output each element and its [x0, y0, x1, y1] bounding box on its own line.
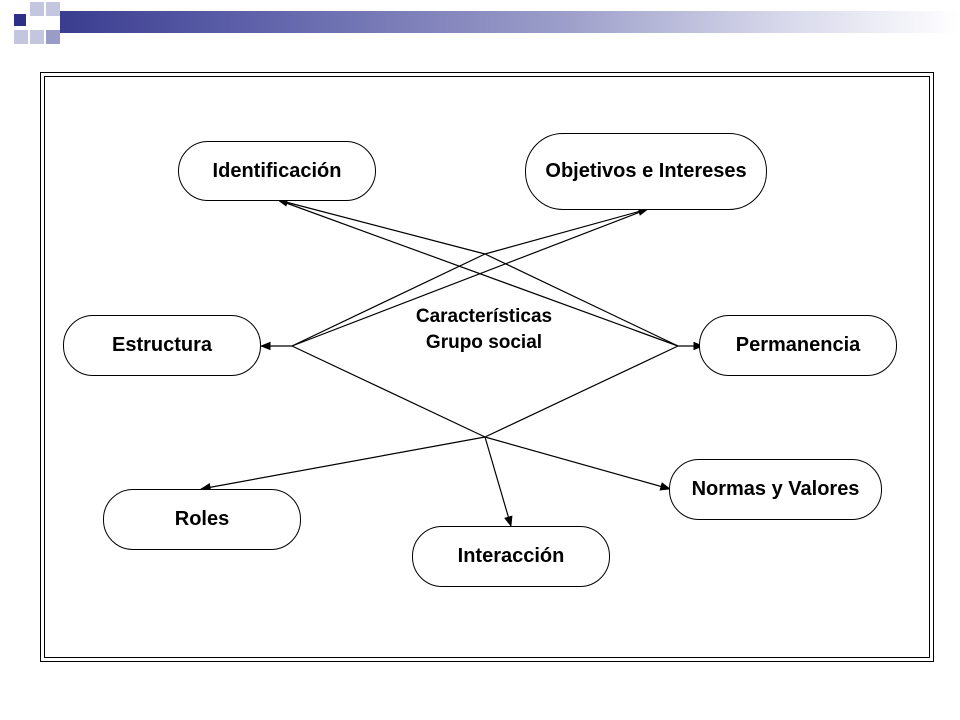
- arrow-to-normas: [484, 436, 672, 491]
- node-interaccion: Interacción: [412, 526, 610, 587]
- diamond-edge: [291, 253, 486, 347]
- diamond-edge: [291, 345, 486, 438]
- deco-square-light: [46, 2, 60, 16]
- deco-square-light: [14, 30, 28, 44]
- arrow-to-roles: [199, 436, 486, 492]
- deco-square-light: [30, 2, 44, 16]
- diamond-edge: [484, 345, 679, 438]
- center-label-line2: Grupo social: [425, 332, 543, 353]
- node-objetivos: Objetivos e Intereses: [525, 133, 767, 210]
- node-identificacion: Identificación: [178, 141, 376, 201]
- diagram-frame-outer: [40, 72, 934, 662]
- deco-square-medium: [46, 30, 60, 44]
- node-permanencia: Permanencia: [699, 315, 897, 376]
- arrow-to-identificacion: [276, 198, 486, 255]
- node-normas: Normas y Valores: [669, 459, 882, 520]
- deco-square-dark: [14, 14, 26, 26]
- center-label: Características Grupo social: [384, 304, 584, 356]
- cross-line: [277, 199, 679, 347]
- arrow-to-objetivos: [484, 207, 650, 255]
- arrow-to-interaccion: [484, 436, 513, 528]
- diamond-edge: [484, 253, 679, 347]
- diagram-frame-inner: [44, 76, 930, 658]
- cross-line: [291, 208, 649, 347]
- title-bar-decoration: [0, 0, 960, 50]
- node-roles: Roles: [103, 489, 301, 550]
- center-label-line1: Características: [415, 306, 553, 327]
- node-estructura: Estructura: [63, 315, 261, 376]
- title-bar-gradient: [60, 11, 960, 33]
- deco-square-light: [30, 30, 44, 44]
